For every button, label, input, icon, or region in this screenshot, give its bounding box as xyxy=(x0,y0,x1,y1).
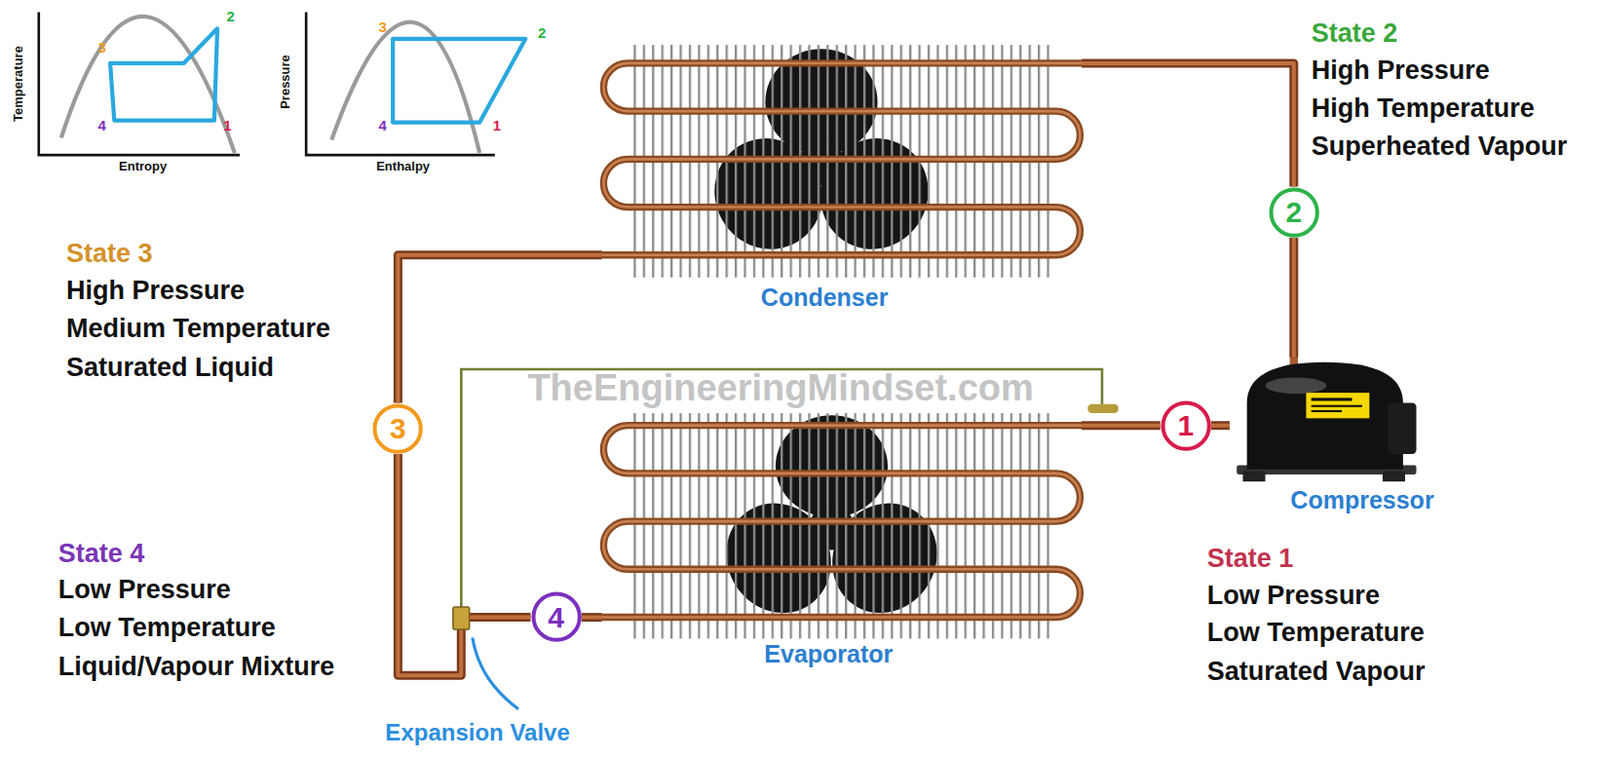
pipe-outline xyxy=(581,612,603,622)
copper-pipe xyxy=(1211,424,1230,426)
state-property: Low Pressure xyxy=(1207,578,1380,610)
state-marker: 1 xyxy=(1160,400,1212,452)
state-property: High Pressure xyxy=(1311,54,1490,86)
evaporator-fins xyxy=(632,413,1053,639)
state-number: 4 xyxy=(547,603,565,633)
pipe-outline xyxy=(397,454,531,676)
condenser-unit: Condenser xyxy=(602,40,1082,319)
marker-ring xyxy=(533,594,579,641)
state-marker: 3 xyxy=(372,403,423,455)
copper-pipe xyxy=(1081,63,1295,188)
state-property: High Temperature xyxy=(1311,92,1535,124)
pipe-highlight xyxy=(581,615,603,620)
condenser-tubes xyxy=(602,63,1082,256)
copper-pipe xyxy=(1293,237,1295,358)
pipe-highlight xyxy=(1081,63,1295,188)
ts-chart xyxy=(38,12,240,156)
expansion-valve xyxy=(453,607,470,630)
point-number: 4 xyxy=(98,116,107,135)
point-number: 1 xyxy=(223,116,231,135)
point-number: 3 xyxy=(379,18,387,37)
copper-pipe xyxy=(581,616,603,618)
pipe-outline xyxy=(1081,63,1295,188)
pipe-outline xyxy=(1081,420,1161,430)
marker-ring xyxy=(375,405,421,452)
point-number: 3 xyxy=(98,38,107,57)
axis-label: Temperature xyxy=(10,45,27,122)
sensing-bulb xyxy=(1087,404,1118,414)
state-property: High Pressure xyxy=(66,274,245,306)
state-number: 2 xyxy=(1285,197,1302,228)
axis-label: Entropy xyxy=(118,158,167,175)
copper-pipe xyxy=(1081,424,1161,426)
marker-ring xyxy=(1270,189,1317,235)
state-marker: 2 xyxy=(1268,187,1320,238)
pipe-highlight xyxy=(397,454,531,676)
state-property: Liquid/Vapour Mixture xyxy=(58,650,336,683)
copper-pipe xyxy=(397,454,531,676)
component-label: Compressor xyxy=(1287,486,1437,515)
state-property: Saturated Liquid xyxy=(66,351,274,383)
state-property: Low Temperature xyxy=(58,611,276,644)
point-number: 4 xyxy=(379,116,387,135)
pipe-highlight xyxy=(1292,237,1296,358)
state-marker: 4 xyxy=(531,591,582,643)
watermark: TheEngineeringMindset.com xyxy=(527,366,1033,412)
pipe-outline xyxy=(1211,420,1230,430)
marker-ring xyxy=(1162,402,1209,449)
state-heading: State 3 xyxy=(66,237,153,269)
pipe-outline xyxy=(1289,237,1298,358)
compressor-body xyxy=(1236,354,1416,482)
state-heading: State 1 xyxy=(1207,542,1295,574)
component-label: Condenser xyxy=(758,282,892,311)
state-number: 3 xyxy=(389,414,407,444)
state-heading: State 2 xyxy=(1311,16,1399,48)
compressor-unit: Compressor xyxy=(1229,357,1449,516)
pipe-highlight xyxy=(1211,423,1230,428)
state-property: Low Pressure xyxy=(58,573,231,606)
point-number: 2 xyxy=(537,24,546,42)
state-property: Saturated Vapour xyxy=(1207,655,1426,687)
state-property: Low Temperature xyxy=(1207,616,1425,648)
point-number: 1 xyxy=(493,116,501,135)
state-heading: State 4 xyxy=(58,536,146,569)
state-number: 1 xyxy=(1177,411,1194,441)
component-label: Expansion Valve xyxy=(384,718,570,747)
state-property: Medium Temperature xyxy=(66,312,331,344)
component-label: Evaporator xyxy=(761,640,896,669)
axis-label: Pressure xyxy=(277,54,294,110)
leader-line xyxy=(472,637,519,709)
point-number: 2 xyxy=(226,7,234,26)
axis-label: Enthalpy xyxy=(376,158,430,175)
ph-chart xyxy=(305,12,526,156)
evaporator-tubes xyxy=(602,425,1082,618)
pipe-highlight xyxy=(1081,423,1161,428)
state-property: Superheated Vapour xyxy=(1311,130,1568,162)
evaporator-unit: Evaporator xyxy=(602,403,1082,671)
